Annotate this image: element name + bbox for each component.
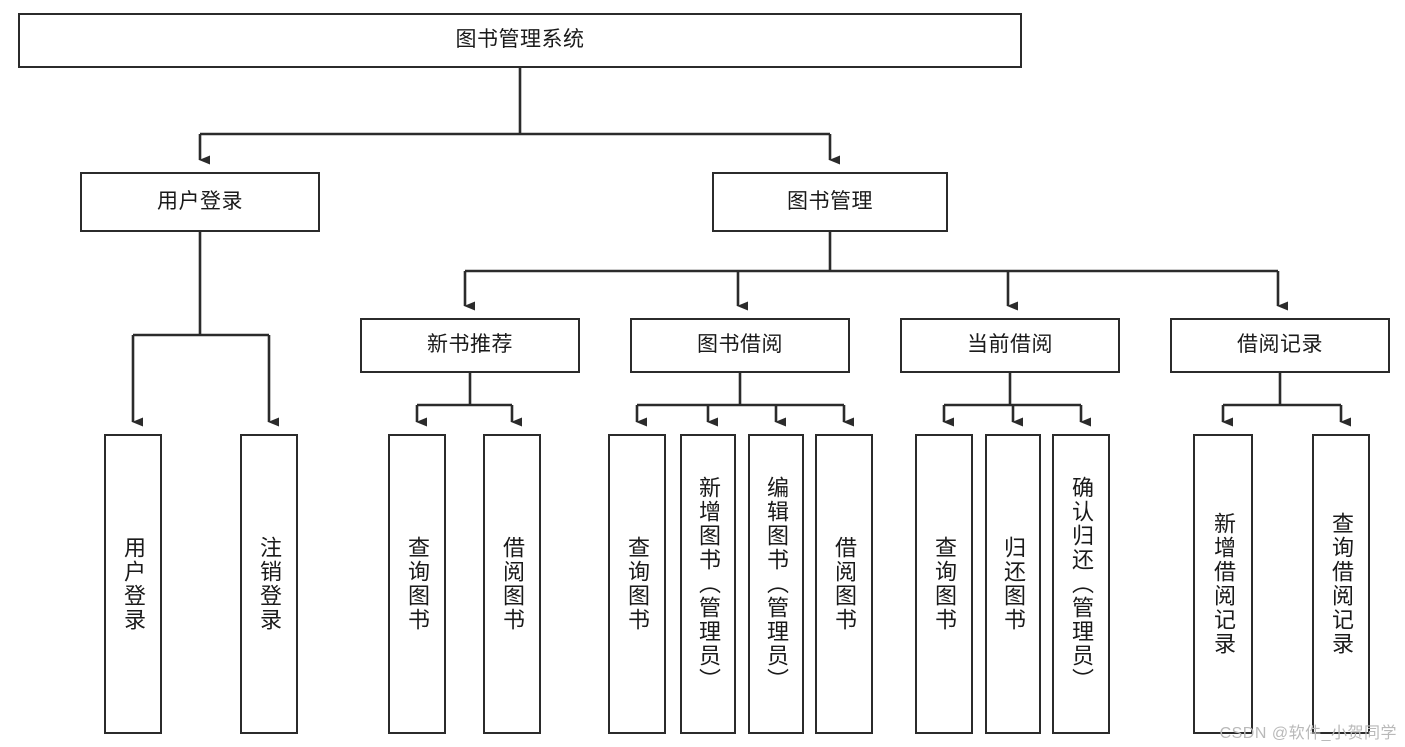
node-new-book-rec-label: 新书推荐	[427, 333, 513, 357]
node-book-manage[interactable]: 图书管理	[712, 172, 948, 232]
node-leaf-return-book-label: 归还图书	[1000, 536, 1026, 632]
node-leaf-user-logout[interactable]: 注销登录	[240, 434, 298, 734]
node-user-login-label: 用户登录	[157, 189, 243, 213]
edge-current-borrow-to-leaves	[942, 373, 1091, 427]
node-leaf-borrow-book-rec[interactable]: 借阅图书	[483, 434, 541, 734]
node-leaf-borrow-book[interactable]: 借阅图书	[815, 434, 873, 734]
node-borrow-record[interactable]: 借阅记录	[1170, 318, 1390, 373]
node-leaf-borrow-book-label: 借阅图书	[831, 536, 857, 632]
edge-borrow-record-to-leaves	[1221, 373, 1351, 427]
node-leaf-query-book-borrow-label: 查询图书	[624, 536, 650, 632]
node-leaf-edit-book-label: 编辑图书（管理员）	[763, 476, 789, 692]
node-leaf-edit-book[interactable]: 编辑图书（管理员）	[748, 434, 804, 734]
node-new-book-rec[interactable]: 新书推荐	[360, 318, 580, 373]
node-leaf-query-book-borrow[interactable]: 查询图书	[608, 434, 666, 734]
edge-root-to-level2	[198, 68, 840, 165]
node-leaf-query-book-cur[interactable]: 查询图书	[915, 434, 973, 734]
node-leaf-return-book[interactable]: 归还图书	[985, 434, 1041, 734]
csdn-watermark: CSDN @软件_小贺同学	[1219, 725, 1397, 742]
node-leaf-user-logout-label: 注销登录	[256, 536, 282, 632]
node-leaf-add-record-label: 新增借阅记录	[1210, 512, 1236, 656]
node-leaf-query-book-rec-label: 查询图书	[404, 536, 430, 632]
node-leaf-query-book-rec[interactable]: 查询图书	[388, 434, 446, 734]
node-current-borrow-label: 当前借阅	[967, 333, 1053, 357]
node-leaf-add-book[interactable]: 新增图书（管理员）	[680, 434, 736, 734]
node-leaf-query-record[interactable]: 查询借阅记录	[1312, 434, 1370, 734]
node-leaf-query-record-label: 查询借阅记录	[1328, 512, 1354, 656]
node-root-label: 图书管理系统	[455, 28, 585, 52]
node-current-borrow[interactable]: 当前借阅	[900, 318, 1120, 373]
node-leaf-add-record[interactable]: 新增借阅记录	[1193, 434, 1253, 734]
node-root[interactable]: 图书管理系统	[18, 13, 1022, 68]
node-borrow-record-label: 借阅记录	[1237, 333, 1323, 357]
node-book-borrow-label: 图书借阅	[697, 333, 783, 357]
edge-user-login-to-leaves	[131, 232, 279, 427]
node-leaf-confirm-return[interactable]: 确认归还（管理员）	[1052, 434, 1110, 734]
node-user-login[interactable]: 用户登录	[80, 172, 320, 232]
node-leaf-user-login-label: 用户登录	[120, 536, 146, 632]
node-leaf-add-book-label: 新增图书（管理员）	[695, 476, 721, 692]
node-leaf-query-book-cur-label: 查询图书	[931, 536, 957, 632]
node-leaf-confirm-return-label: 确认归还（管理员）	[1068, 476, 1094, 692]
node-leaf-user-login[interactable]: 用户登录	[104, 434, 162, 734]
edge-book-manage-to-level3	[463, 232, 1288, 311]
node-leaf-borrow-book-rec-label: 借阅图书	[499, 536, 525, 632]
node-book-borrow[interactable]: 图书借阅	[630, 318, 850, 373]
edge-new-book-rec-to-leaves	[415, 373, 522, 427]
edge-book-borrow-to-leaves	[635, 373, 854, 427]
node-book-manage-label: 图书管理	[787, 189, 873, 213]
